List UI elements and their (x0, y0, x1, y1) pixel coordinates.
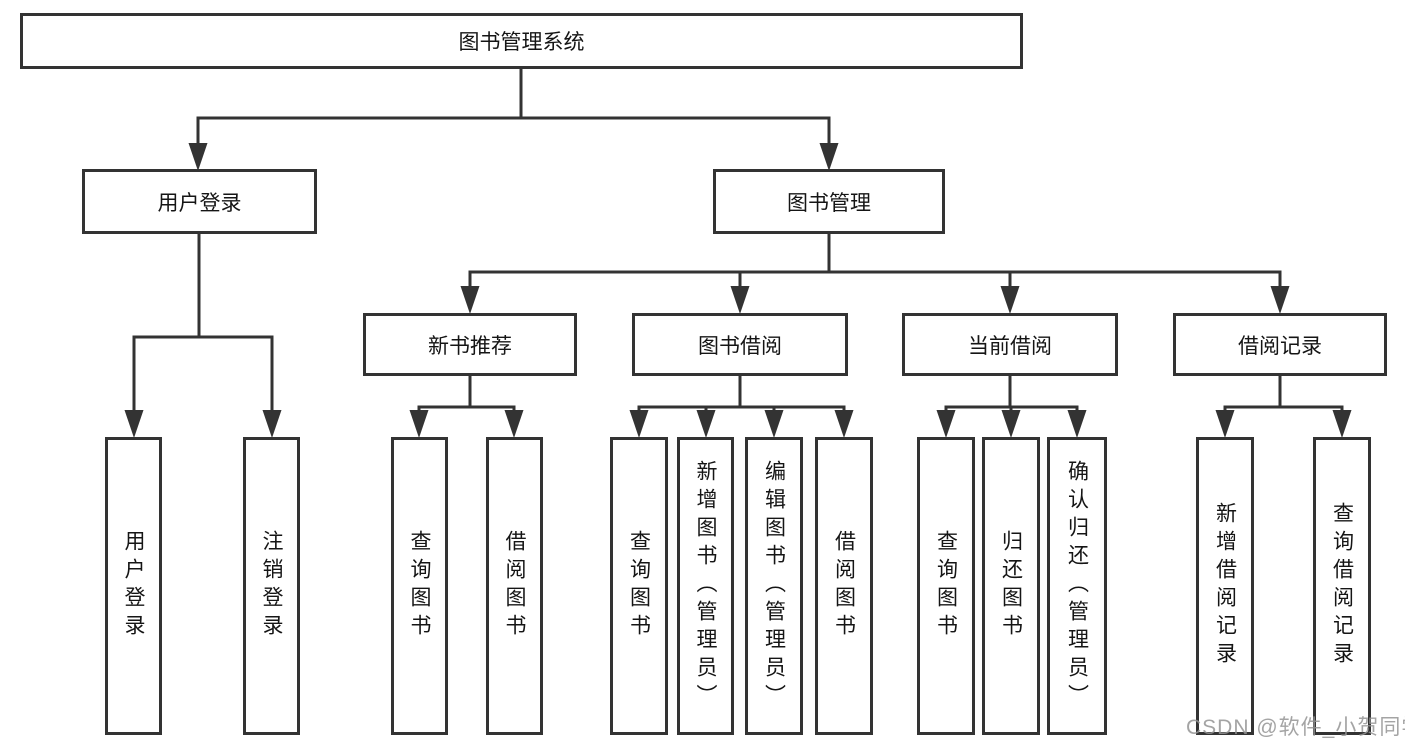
leaf-current-return-books: 归还图书 (982, 437, 1040, 735)
node-label: 新增图书（管理员） (694, 460, 717, 712)
node-label: 借阅图书 (832, 530, 856, 642)
node-label: 查询图书 (408, 530, 431, 642)
node-label: 确认归还（管理员） (1065, 460, 1089, 712)
node-label: 图书管理系统 (458, 31, 585, 54)
node-label: 用户登录 (122, 530, 145, 642)
leaf-borrow-edit-books-admin: 编辑图书（管理员） (745, 437, 803, 735)
node-label: 用户登录 (157, 191, 242, 215)
node-label: 新书推荐 (428, 334, 512, 358)
leaf-logout: 注销登录 (243, 437, 300, 735)
node-book-management: 图书管理 (713, 169, 945, 234)
node-label: 查询图书 (627, 530, 651, 642)
node-current-borrow: 当前借阅 (902, 313, 1118, 376)
node-user-login: 用户登录 (82, 169, 317, 234)
leaf-records-add-record: 新增借阅记录 (1196, 437, 1254, 735)
node-label: 借阅记录 (1238, 334, 1322, 358)
node-label: 图书借阅 (698, 334, 782, 358)
leaf-borrow-borrow-books: 借阅图书 (815, 437, 873, 735)
csdn-watermark: CSDN @软件_小贺同学 (1186, 716, 1405, 739)
node-label: 图书管理 (787, 191, 871, 215)
leaf-user-login: 用户登录 (105, 437, 162, 735)
node-label: 当前借阅 (968, 334, 1052, 358)
leaf-current-query-books: 查询图书 (917, 437, 975, 735)
node-borrow-records: 借阅记录 (1173, 313, 1387, 376)
leaf-current-confirm-return-admin: 确认归还（管理员） (1047, 437, 1107, 735)
node-label: 借阅图书 (503, 530, 526, 642)
node-label: 注销登录 (260, 530, 283, 642)
leaf-borrow-add-books-admin: 新增图书（管理员） (677, 437, 734, 735)
leaf-borrow-query-books: 查询图书 (610, 437, 668, 735)
node-label: 查询借阅记录 (1330, 502, 1354, 670)
node-label: 归还图书 (999, 530, 1023, 642)
leaf-newbook-borrow-books: 借阅图书 (486, 437, 543, 735)
node-label: 编辑图书（管理员） (762, 460, 786, 712)
node-label: 查询图书 (934, 530, 958, 642)
node-new-book-recommend: 新书推荐 (363, 313, 577, 376)
node-book-borrow: 图书借阅 (632, 313, 848, 376)
leaf-records-query-record: 查询借阅记录 (1313, 437, 1371, 735)
node-library-management-system: 图书管理系统 (20, 13, 1023, 69)
leaf-newbook-query-books: 查询图书 (391, 437, 448, 735)
node-label: 新增借阅记录 (1213, 502, 1237, 670)
